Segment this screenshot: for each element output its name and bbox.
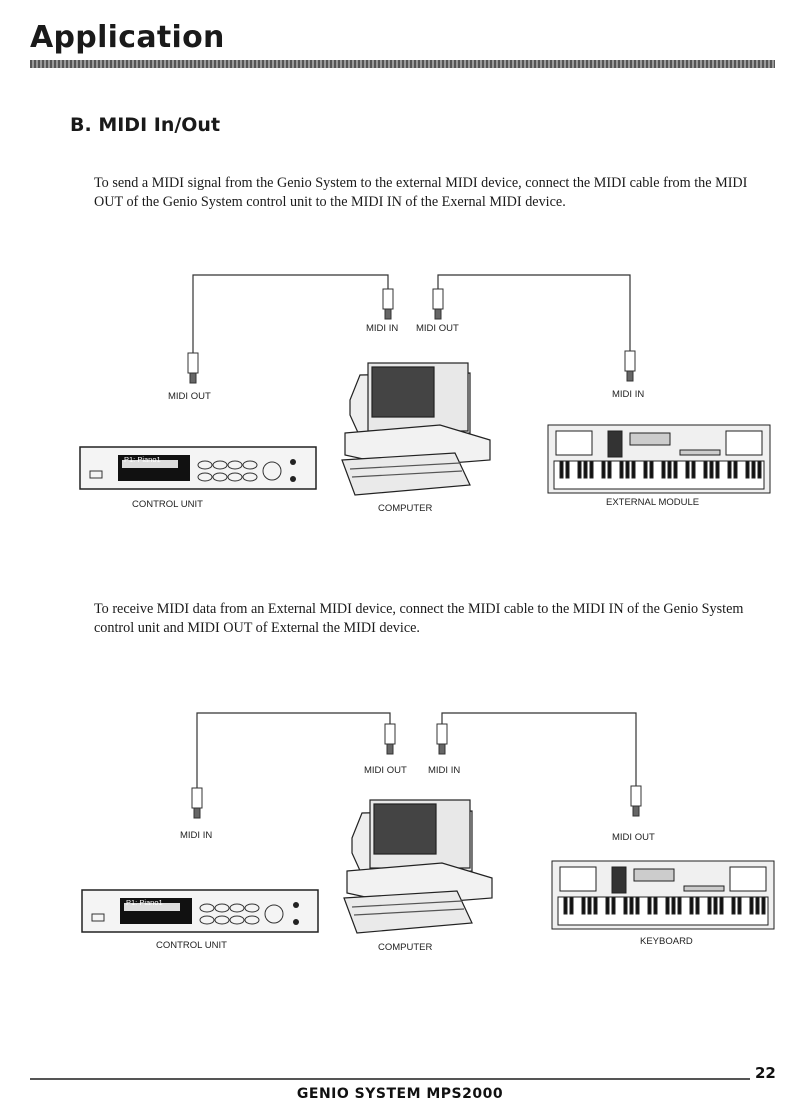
- port-label: MIDI IN: [180, 830, 213, 841]
- computer-label: COMPUTER: [378, 503, 433, 514]
- computer-icon: [343, 799, 493, 934]
- lcd-text: P1: Piano1: [126, 898, 163, 907]
- page-number: 22: [755, 1064, 776, 1082]
- cable-right: [441, 712, 637, 788]
- port-label: MIDI IN: [366, 323, 399, 334]
- control-unit-icon: [79, 446, 317, 490]
- footer-rule: [30, 1078, 750, 1080]
- lcd-text: P1: Piano1: [124, 455, 161, 464]
- port-label: MIDI OUT: [612, 832, 655, 843]
- device-label: KEYBOARD: [640, 936, 693, 947]
- diagram-midi-in: MIDI OUT MIDI IN MIDI IN MIDI OUT CONTRO…: [0, 678, 800, 998]
- section-title: B. MIDI In/Out: [70, 114, 221, 136]
- port-label: MIDI IN: [428, 765, 461, 776]
- cable-left: [192, 274, 389, 365]
- port-label: MIDI OUT: [416, 323, 459, 334]
- external-module-icon: [547, 424, 771, 494]
- diagram-midi-in-drawing: [81, 712, 775, 934]
- port-label: MIDI OUT: [364, 765, 407, 776]
- port-label: MIDI IN: [612, 389, 645, 400]
- control-unit-icon: [81, 889, 319, 933]
- computer-label: COMPUTER: [378, 942, 433, 953]
- plug-connector-icon: [191, 723, 642, 819]
- keyboard-icon: [551, 860, 775, 930]
- diagram-midi-out-drawing: [79, 274, 771, 496]
- port-label: MIDI OUT: [168, 391, 211, 402]
- cable-left: [196, 712, 391, 793]
- paragraph-receive: To receive MIDI data from an External MI…: [94, 601, 744, 636]
- footer-title: GENIO SYSTEM MPS2000: [296, 1086, 504, 1102]
- computer-icon: [341, 362, 491, 496]
- header-rule: [30, 60, 775, 68]
- cable-right: [437, 274, 631, 355]
- diagram-midi-out: MIDI IN MIDI OUT MIDI OUT MIDI IN CONTRO…: [0, 255, 800, 575]
- plug-connector-icon: [187, 288, 636, 384]
- device-label: EXTERNAL MODULE: [606, 497, 700, 508]
- control-unit-label: CONTROL UNIT: [132, 499, 203, 510]
- page-header-title: Application: [30, 20, 225, 55]
- control-unit-label: CONTROL UNIT: [156, 940, 227, 951]
- paragraph-send: To send a MIDI signal from the Genio Sys…: [94, 175, 748, 210]
